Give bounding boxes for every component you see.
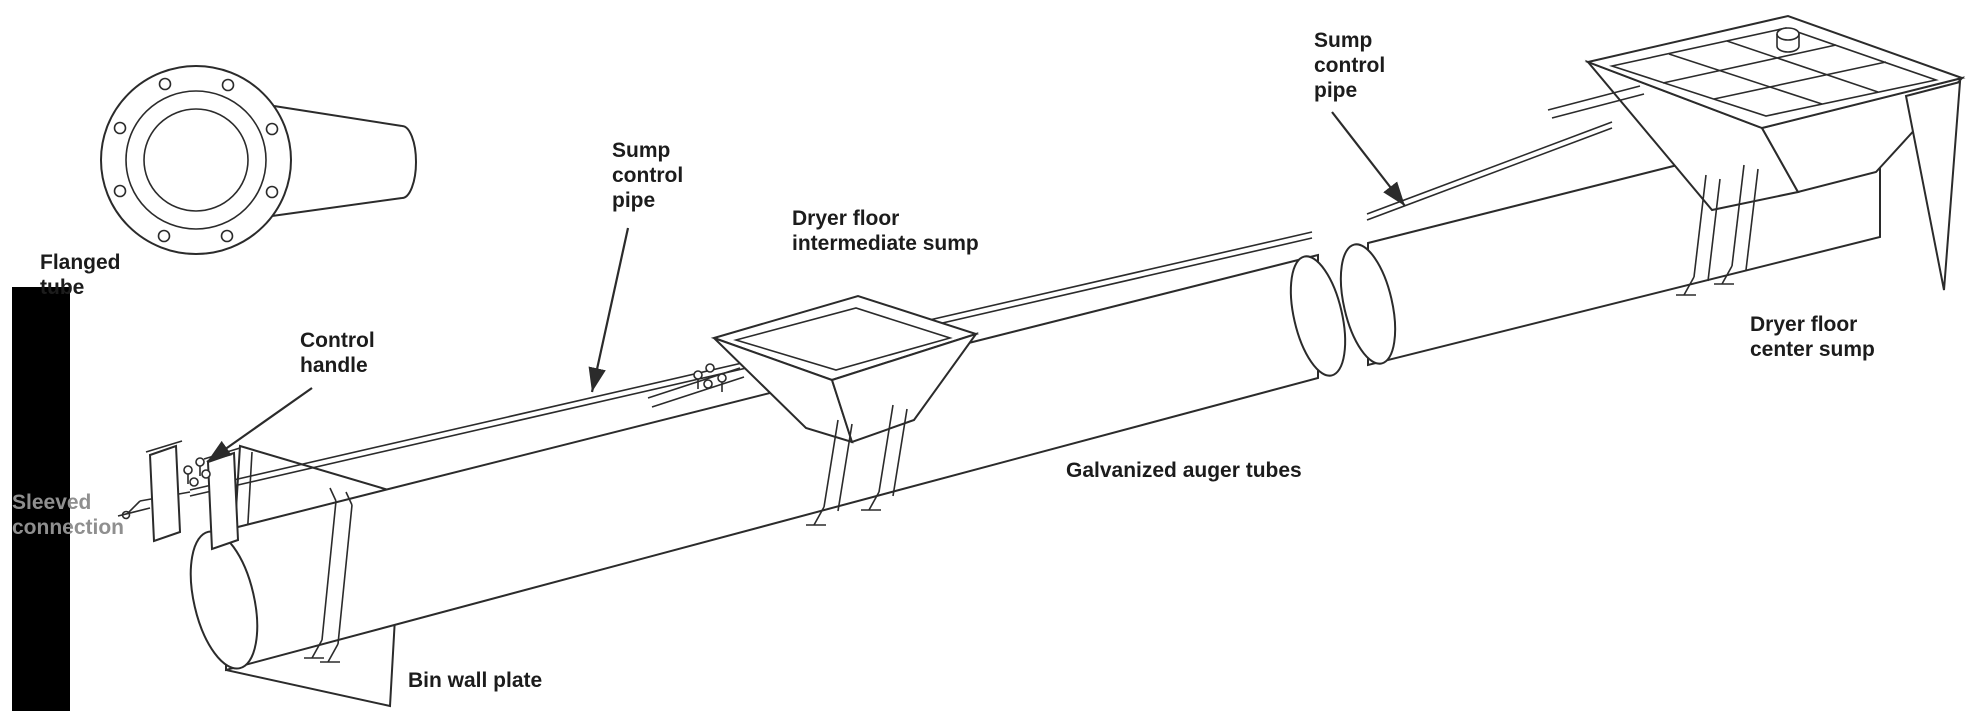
label-galvanized-auger-tubes: Galvanized auger tubes (1066, 459, 1302, 482)
center-sump-drawing (1547, 14, 1966, 296)
intermediate-sump-drawing (647, 294, 980, 526)
control-handle-arrow (206, 387, 313, 463)
handle-hardware (117, 457, 211, 517)
flange-bolt-holes (113, 77, 279, 243)
grate-cap (1776, 27, 1800, 53)
label-flanged-tube: Flanged tube (40, 251, 121, 300)
label-sump-control-pipe-right: Sump control pipe (1314, 29, 1386, 103)
tube-clamp-band-left (304, 487, 353, 663)
label-sump-control-pipe-left: Sump control pipe (612, 139, 684, 213)
redaction-bar (12, 287, 70, 711)
sump-control-pipe-right-drawing (1366, 121, 1613, 221)
label-sleeved-connection: Sleeved connection (12, 491, 125, 540)
sump-control-pipe-right-arrow (1331, 111, 1406, 207)
label-dryer-floor-intermediate-sump: Dryer floor intermediate sump (792, 207, 979, 256)
label-bin-wall-plate: Bin wall plate (408, 669, 543, 692)
sump-control-pipe-left-arrow (588, 227, 630, 393)
label-dryer-floor-center-sump: Dryer floor center sump (1750, 313, 1875, 362)
leader-arrows (206, 111, 1406, 463)
auger-tube-1 (189, 253, 1347, 672)
tube-clamp-bands-intermediate (806, 404, 908, 526)
control-handle-drawing (117, 440, 241, 551)
label-control-handle: Control handle (300, 329, 375, 378)
sump-pipe-hardware (693, 363, 727, 392)
tube-clamp-bands-center (1676, 164, 1759, 296)
grate-bars (1662, 40, 1887, 105)
flanged-tube-drawing (100, 65, 417, 255)
